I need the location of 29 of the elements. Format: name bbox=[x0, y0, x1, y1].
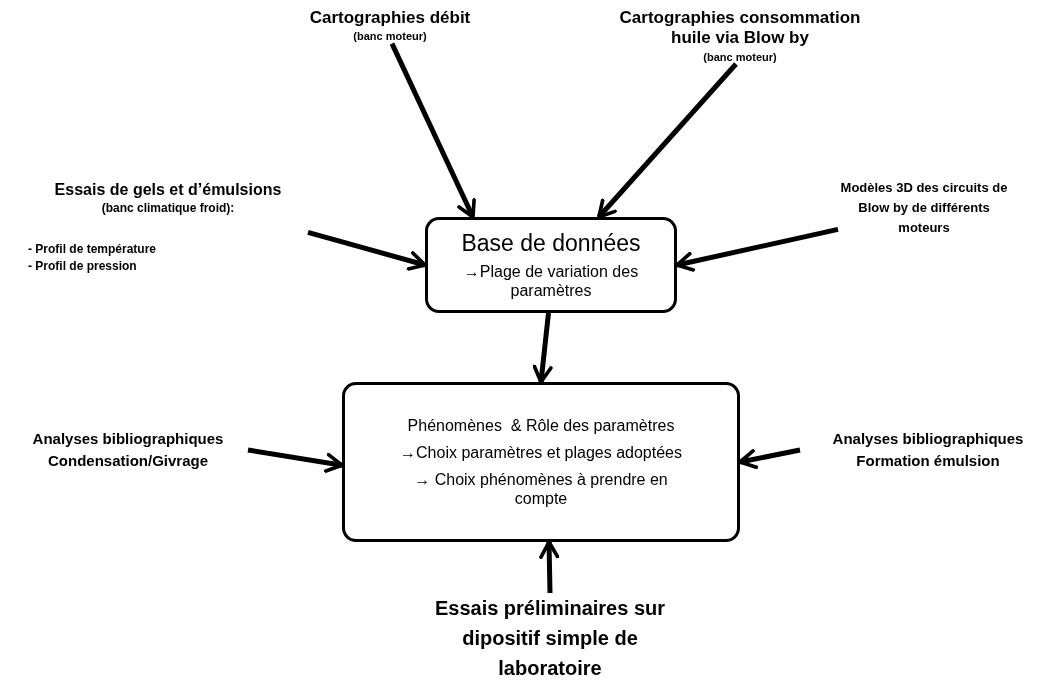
source-text: (banc moteur) bbox=[702, 50, 778, 64]
arrow bbox=[675, 226, 839, 272]
box-text: → Choix phénomènes à prendre en compte bbox=[413, 470, 669, 509]
arrow bbox=[307, 229, 427, 271]
source-text: Analyses bibliographiques bbox=[31, 430, 225, 448]
source-text: Analyses bibliographiques bbox=[831, 430, 1025, 448]
source-note: (banc climatique froid): bbox=[100, 201, 236, 216]
box-text: Phénomènes & Rôle des paramètres bbox=[406, 415, 676, 435]
process-box bbox=[425, 217, 677, 313]
arrow bbox=[247, 447, 344, 473]
box-text: →Plage de variation des paramètres bbox=[462, 261, 640, 300]
source-text: Condensation/Givrage bbox=[47, 452, 209, 470]
process-box bbox=[342, 382, 740, 542]
arrow bbox=[597, 62, 738, 219]
box-heading: Base de données bbox=[460, 230, 642, 258]
arrow bbox=[738, 447, 801, 470]
source-heading: Essais de gels et d’émulsions bbox=[53, 180, 283, 200]
arrow bbox=[389, 42, 476, 219]
source-text: Formation émulsion bbox=[855, 452, 1001, 470]
source-text: Essais préliminaires sur dipositif simple de laboratoire bbox=[433, 596, 667, 681]
arrow bbox=[539, 540, 560, 594]
source-text: Cartographies consommation huile via Blow by bbox=[618, 8, 862, 49]
box-text: →Choix paramètres et plages adoptées bbox=[399, 442, 683, 462]
source-text: Modèles 3D des circuits de Blow by de différents moteurs bbox=[839, 179, 1009, 238]
arrow bbox=[532, 312, 553, 384]
source-note: (banc moteur) bbox=[352, 30, 428, 44]
list-item: - Profil de température bbox=[28, 241, 158, 256]
source-heading: Cartographies débit bbox=[308, 8, 472, 29]
list-item: - Profil de pression bbox=[28, 258, 138, 274]
